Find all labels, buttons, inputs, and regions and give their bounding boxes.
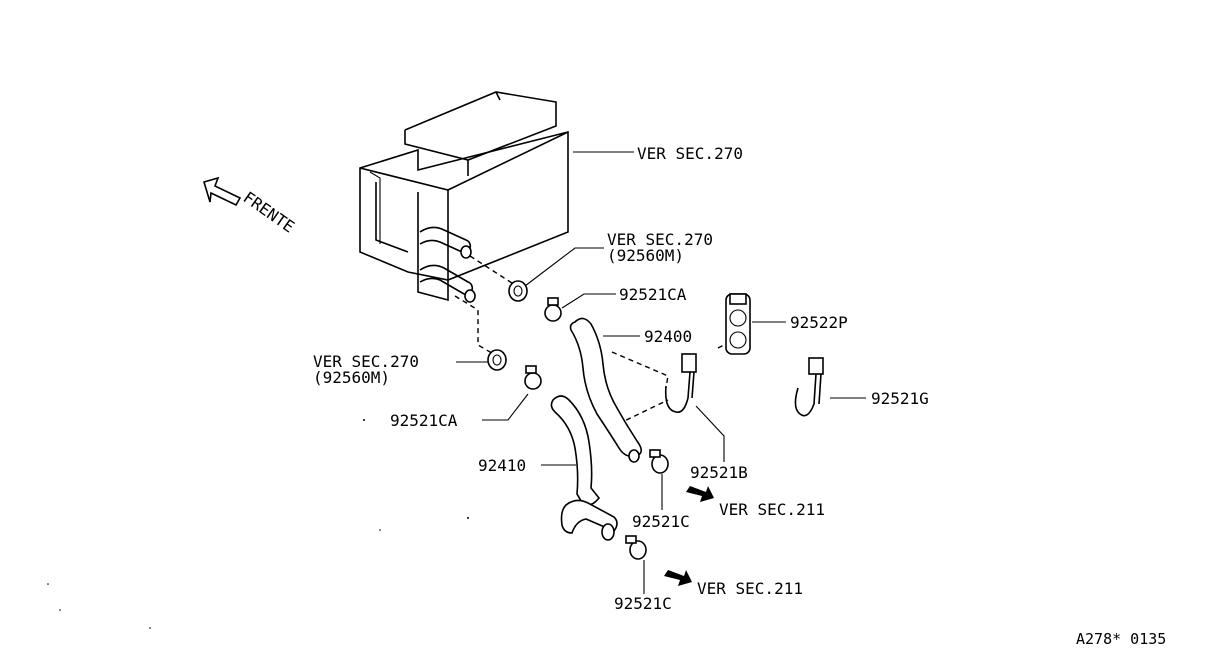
clamp-92521c-upper xyxy=(649,449,669,474)
hose-92410-end xyxy=(601,523,615,541)
part-92560m-left-label: (92560M) xyxy=(313,368,390,387)
clamp-92521ca-left xyxy=(524,365,542,390)
heater-unit xyxy=(359,91,569,303)
part-92400-label: 92400 xyxy=(644,327,692,346)
grommet-left xyxy=(487,349,507,371)
hose-92410 xyxy=(550,395,601,506)
strap-92521g xyxy=(794,357,824,417)
solid-arrow-right-icon xyxy=(686,486,714,502)
part-92521c-upper-label: 92521C xyxy=(632,512,690,531)
frente-label: FRENTE xyxy=(240,188,298,237)
part-92521c-lower-label: 92521C xyxy=(614,594,672,613)
ver-sec-270-mid-label: VER SEC.270 xyxy=(607,230,713,249)
assembly-dashed-lines xyxy=(454,255,746,425)
part-92521ca-left-label: 92521CA xyxy=(390,411,458,430)
ver-sec-270-left-label: VER SEC.270 xyxy=(313,352,419,371)
part-92521b-label: 92521B xyxy=(690,463,748,482)
figure-code: A278* 0135 xyxy=(1076,630,1166,648)
part-92560m-mid-label: (92560M) xyxy=(607,246,684,265)
leader-lines xyxy=(456,151,866,594)
clamp-92521ca-upper xyxy=(544,297,562,322)
ver-sec-211-lower-label: VER SEC.211 xyxy=(697,579,803,598)
hose-92400-end xyxy=(628,449,640,463)
ver-sec-211-upper-label: VER SEC.211 xyxy=(719,500,825,519)
ver-sec-270-top-label: VER SEC.270 xyxy=(637,144,743,163)
part-92521ca-top-label: 92521CA xyxy=(619,285,687,304)
part-92410-label: 92410 xyxy=(478,456,526,475)
clamp-92521c-lower xyxy=(625,535,647,560)
part-92521g-label: 92521G xyxy=(871,389,929,408)
scan-specks xyxy=(47,419,469,629)
solid-arrow-right-icon-lower xyxy=(664,570,692,586)
strap-92521b xyxy=(664,353,697,414)
arrow-up-left-icon xyxy=(203,176,242,207)
bracket-92522p xyxy=(725,293,751,355)
part-92522p-label: 92522P xyxy=(790,313,848,332)
hose-92410-elbow xyxy=(560,499,618,534)
grommet-upper xyxy=(508,280,528,302)
